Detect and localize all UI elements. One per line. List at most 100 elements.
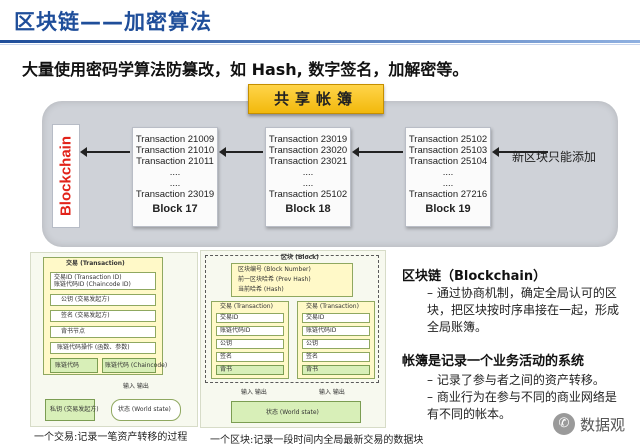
tx-row-label: 交易ID (220, 314, 239, 321)
chaincode-b-box: 账链代码 (Chaincode) (102, 358, 167, 373)
privkey-box: 私钥 (交易发起方) (45, 399, 99, 421)
transaction-line: Transaction 25103 (408, 145, 488, 156)
tx-row-box: 交易ID (216, 313, 284, 323)
transaction-line: Transaction 21011 (136, 156, 214, 167)
endorser-box: 背书节点 (50, 326, 156, 338)
world-state-label: 状态 (World state) (118, 406, 171, 413)
tx-row-box: 公钥 (302, 339, 370, 349)
transaction-line: Transaction 21010 (135, 145, 215, 156)
tx-row-label: 公钥 (220, 340, 233, 347)
tx-row-label: 公钥 (306, 340, 319, 347)
block-card: Transaction 25102 Transaction 25103 Tran… (405, 127, 491, 227)
block-io-label: 输入 输出 (241, 389, 267, 396)
io-label: 输入 输出 (123, 383, 149, 390)
transaction-diagram: 交易 (Transaction) 交易ID (Transaction ID) 账… (30, 252, 198, 427)
block-outline (205, 255, 379, 383)
transaction-line: Transaction 23019 (268, 134, 348, 145)
transaction-id-box: 交易ID (Transaction ID) 账链代码ID (Chaincode … (50, 272, 156, 290)
title-divider (0, 40, 640, 43)
blockchain-label-box (52, 124, 80, 228)
transaction-line: Transaction 21009 (135, 134, 215, 145)
transaction-line: Transaction 25102 (408, 134, 488, 145)
chain-arrow (80, 147, 130, 157)
tx-row-label: 交易ID (306, 314, 325, 321)
transaction-line: Transaction 27216 (408, 189, 488, 200)
tx-row-box: 背书 (216, 365, 284, 375)
block-diagram: 区块 (Block) 区块编号 (Block Number) 前一区块哈希 (P… (200, 250, 386, 428)
chaincode-op-label: 账链代码操作 (函数、参数) (57, 344, 130, 351)
block-name: Block 18 (285, 203, 331, 215)
endorser-label: 背书节点 (61, 328, 86, 335)
subtitle: 大量使用密码学算法防篡改，如 Hash, 数字签名，加解密等。 (22, 60, 469, 79)
ellipsis-line: .... (302, 167, 314, 178)
pubkey-box: 公钥 (交易发起方) (50, 294, 156, 306)
tx-row-box: 签名 (302, 352, 370, 362)
tx-row-box: 账链代码ID (216, 326, 284, 336)
transaction-id-label: 交易ID (Transaction ID) (54, 274, 122, 281)
blockchain-label-suffix: chain (57, 135, 75, 176)
blockchain-label-prefix: Block (57, 175, 75, 217)
shared-ledger-header: 共享帐簿 (248, 84, 384, 114)
chain-arrow (219, 147, 263, 157)
transaction-line: Transaction 23021 (268, 156, 348, 167)
chaincode-id-label: 账链代码ID (Chaincode ID) (54, 281, 131, 288)
ellipsis-line: .... (169, 178, 181, 189)
block-tx-title: 交易 (Transaction) (306, 303, 359, 310)
block-card: Transaction 21009 Transaction 21010 Tran… (132, 127, 218, 227)
transaction-line: Transaction 23020 (268, 145, 348, 156)
tx-row-label: 账链代码ID (220, 327, 251, 334)
signature-label: 签名 (交易发起方) (61, 312, 110, 319)
transaction-box: 交易 (Transaction) 交易ID (Transaction ID) 账… (43, 257, 167, 375)
tx-row-box: 账链代码ID (302, 326, 370, 336)
blockchain-bullet: – 通过协商机制，确定全局认可的区块，把区块按时序串接在一起，形成全局账簿。 (427, 286, 620, 334)
block-name: Block 19 (425, 203, 471, 215)
transaction-line: Transaction 25104 (408, 156, 488, 167)
block-caption: 一个区块:记录一段时间内全局最新交易的数据块 (210, 435, 424, 446)
blockchain-label: Blockchain (58, 136, 75, 216)
tx-row-label: 签名 (306, 353, 319, 360)
signature-box: 签名 (交易发起方) (50, 310, 156, 322)
ledger-bullet: – 商业行为在参与不同的商业网络是有不同的帐本。 (427, 390, 617, 421)
privkey-label: 私钥 (交易发起方) (50, 406, 99, 413)
new-block-arrow (492, 147, 548, 157)
tx-row-label: 账链代码ID (306, 327, 337, 334)
chain-arrow (352, 147, 403, 157)
wechat-icon: ✆ (553, 413, 575, 435)
transaction-line: Transaction 25102 (268, 189, 348, 200)
tx-row-box: 公钥 (216, 339, 284, 349)
title-divider-thin (0, 44, 640, 45)
new-block-label: 新区块只能添加 (512, 150, 597, 164)
tx-row-label: 背书 (220, 366, 233, 373)
tx-row-box: 背书 (302, 365, 370, 375)
chaincode-a-box: 账链代码 (50, 358, 98, 373)
world-state-box: 状态 (World state) (111, 399, 181, 421)
transaction-caption: 一个交易:记录一笔资产转移的过程 (34, 432, 188, 443)
chaincode-a-label: 账链代码 (55, 362, 80, 369)
transaction-title: 交易 (Transaction) (66, 260, 125, 267)
block-transaction-box: 交易 (Transaction) 交易ID 账链代码ID 公钥 签名 背书 (211, 301, 289, 379)
chaincode-b-label: 账链代码 (Chaincode) (105, 362, 168, 369)
ellipsis-line: .... (442, 167, 454, 178)
block-number-label: 区块编号 (Block Number) (238, 266, 311, 273)
page-title: 区块链——加密算法 (14, 10, 212, 34)
ledger-bullet: – 记录了参与者之间的资产转移。 (427, 373, 605, 387)
block-state-box: 状态 (World state) (231, 401, 361, 423)
transaction-line: Transaction 23019 (135, 189, 215, 200)
blockchain-heading: 区块链（Blockchain） (402, 269, 547, 284)
block-title: 区块 (Block) (281, 254, 319, 261)
block-transaction-box: 交易 (Transaction) 交易ID 账链代码ID 公钥 签名 背书 (297, 301, 375, 379)
tx-row-label: 签名 (220, 353, 233, 360)
chaincode-op-box: 账链代码操作 (函数、参数) (50, 342, 156, 354)
block-card: Transaction 23019 Transaction 23020 Tran… (265, 127, 351, 227)
block-io-label: 输入 输出 (319, 389, 345, 396)
ellipsis-line: .... (169, 167, 181, 178)
ledger-heading: 帐簿是记录一个业务活动的系统 (402, 354, 585, 369)
watermark-text: 数据观 (580, 416, 626, 434)
tx-row-box: 签名 (216, 352, 284, 362)
block-header-box: 区块编号 (Block Number) 前一区块哈希 (Prev Hash) 当… (231, 263, 353, 297)
hash-label: 当前哈希 (Hash) (238, 286, 284, 293)
block-tx-title: 交易 (Transaction) (220, 303, 273, 310)
ellipsis-line: .... (442, 178, 454, 189)
prev-hash-label: 前一区块哈希 (Prev Hash) (238, 276, 311, 283)
ellipsis-line: .... (302, 178, 314, 189)
